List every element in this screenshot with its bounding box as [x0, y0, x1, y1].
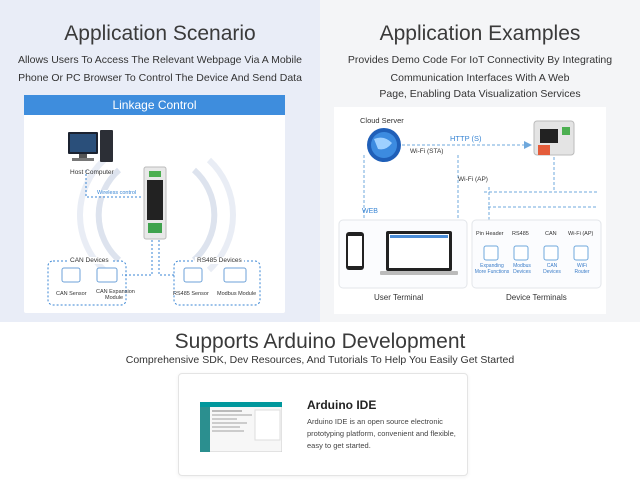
wireless-control-label: Wireless control — [97, 190, 137, 196]
dev-col-sub1-0: Expanding — [480, 263, 504, 269]
application-scenario-subtitle-1: Allows Users To Access The Relevant Webp… — [17, 54, 303, 66]
rs485-devices-label: RS485 Devices — [195, 257, 244, 264]
application-examples-subtitle-2: Communication Interfaces With A Web — [390, 72, 570, 84]
rs485-sensor-icon — [183, 267, 203, 283]
host-computer-label: Host Computer — [70, 169, 114, 176]
can-expansion-icon — [96, 267, 118, 283]
waveshare-device-icon — [143, 166, 167, 240]
device-terminal-icon — [533, 120, 575, 156]
can-expansion-label-1: CAN Expansion — [96, 289, 135, 295]
dev-col-head-2: CAN — [545, 231, 557, 237]
arduino-section-subtitle: Comprehensive SDK, Dev Resources, And Tu… — [125, 354, 515, 366]
arduino-ide-description: Arduino IDE is an open source electronic… — [307, 417, 456, 450]
modbus-module-icon — [223, 267, 247, 283]
can-sensor-label: CAN Sensor — [56, 291, 87, 297]
modbus-module-label: Modbus Module — [217, 291, 257, 297]
dev-col-sub1-1: Modbus — [513, 263, 531, 269]
application-examples-subtitle-1: Provides Demo Code For IoT Connectivity … — [347, 54, 613, 66]
device-terminals-label: Device Terminals — [506, 293, 567, 302]
arduino-ide-screenshot — [200, 402, 282, 452]
dev-col-sub1-3: WiFi — [577, 263, 587, 269]
can-devices-label: CAN Devices — [68, 257, 111, 264]
dev-col-sub2-2: Devices — [543, 269, 561, 275]
wifi-router-icon — [573, 245, 589, 261]
dev-col-head-3: Wi-Fi (AP) — [568, 231, 594, 237]
wifi-sta-label: Wi-Fi (STA) — [410, 148, 444, 155]
phone-icon — [346, 232, 364, 270]
wifi-ap-label: Wi-Fi (AP) — [458, 176, 488, 183]
http-label: HTTP (S) — [450, 134, 482, 143]
dev-col-sub2-3: Router — [574, 269, 590, 275]
cloud-server-label: Cloud Server — [360, 116, 404, 125]
can-sensor-icon — [61, 267, 81, 283]
dev-col-head-0: Pin Header — [476, 231, 504, 237]
application-examples-subtitle-3: Page, Enabling Data Visualization Servic… — [379, 88, 581, 100]
expanding-icon — [483, 245, 499, 261]
linkage-control-header: Linkage Control — [24, 95, 285, 115]
rs485-sensor-label: RS485 Sensor — [173, 291, 209, 297]
application-examples-diagram — [338, 120, 602, 289]
can-icon — [543, 245, 559, 261]
dev-col-head-1: RS485 — [512, 231, 529, 237]
web-label: WEB — [362, 208, 378, 215]
device-terminals-box — [471, 219, 602, 289]
application-scenario-title: Application Scenario — [64, 22, 256, 45]
arduino-ide-title: Arduino IDE — [307, 398, 377, 412]
dev-col-sub2-0: More Functions — [474, 269, 510, 275]
modbus-icon — [513, 245, 529, 261]
application-examples-title: Application Examples — [379, 22, 581, 45]
dev-col-sub1-2: CAN — [546, 263, 558, 269]
linkage-control-diagram — [47, 130, 261, 306]
laptop-icon — [380, 231, 458, 275]
host-computer-icon — [68, 130, 113, 162]
user-terminal-label: User Terminal — [374, 293, 424, 302]
dev-col-sub2-1: Devices — [513, 269, 531, 275]
application-scenario-subtitle-2: Phone Or PC Browser To Control The Devic… — [18, 72, 302, 84]
can-expansion-label-2: Module — [105, 295, 124, 301]
cloud-server-globe-icon — [367, 128, 401, 162]
arduino-section-title: Supports Arduino Development — [174, 330, 466, 353]
